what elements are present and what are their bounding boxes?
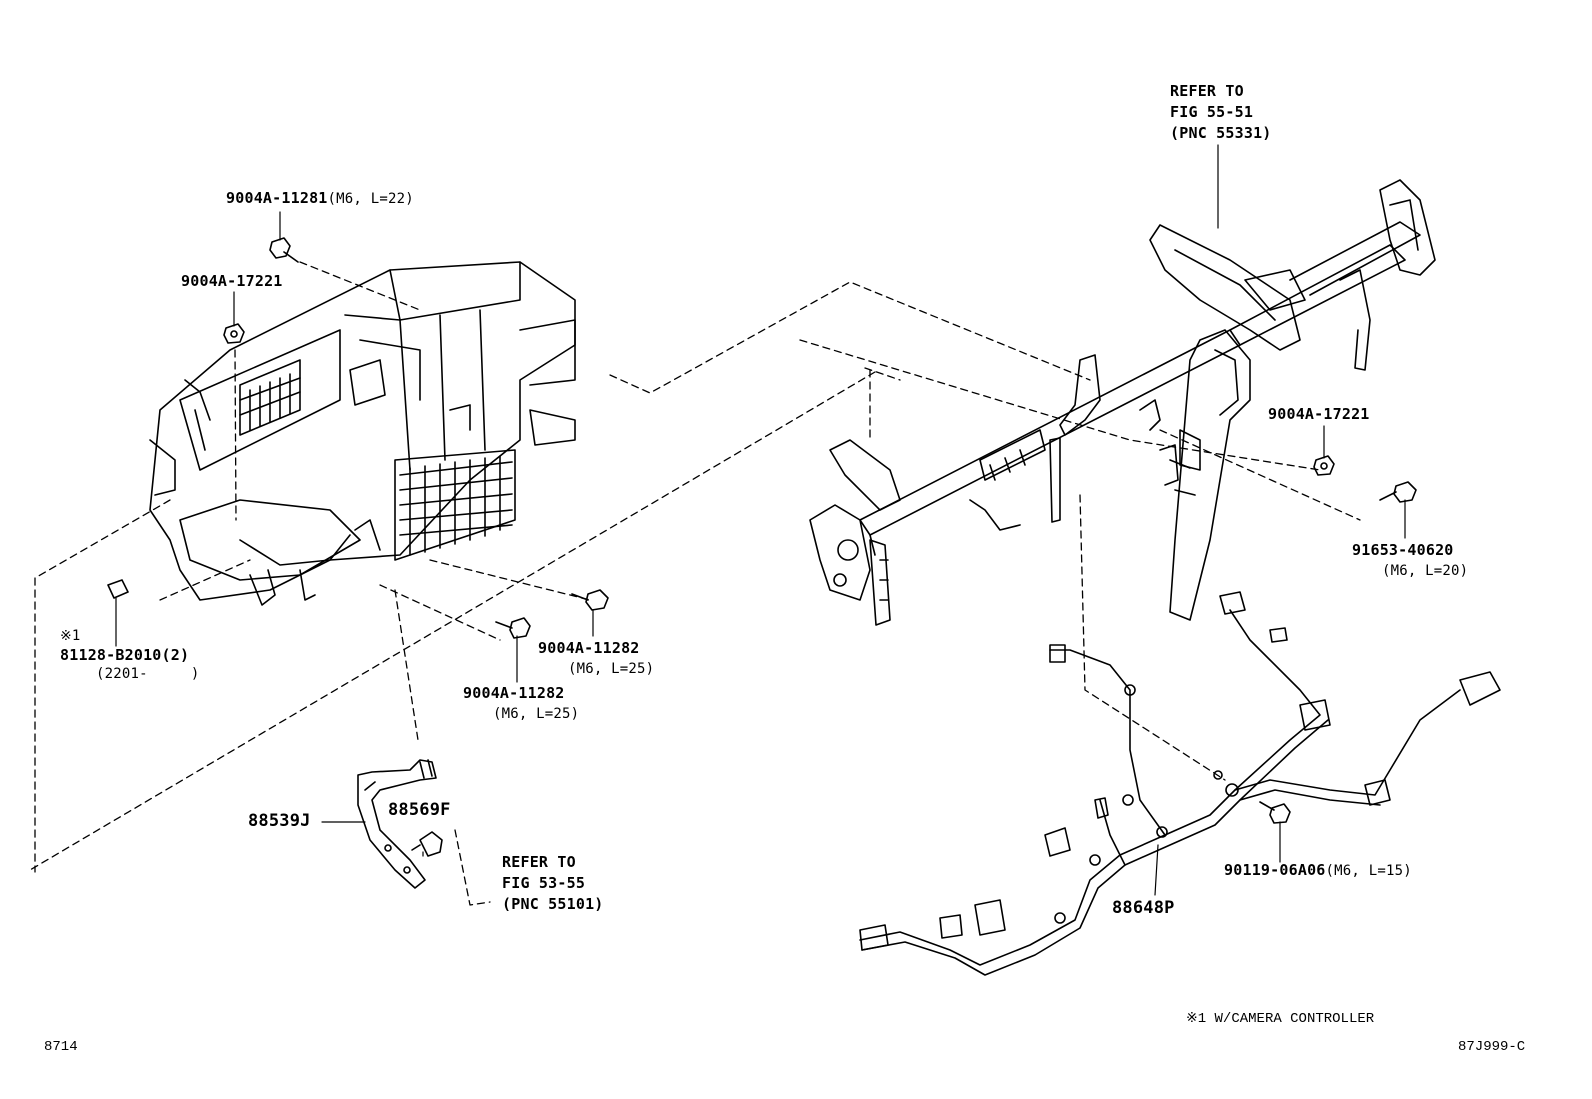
refer-line2: FIG 53-55: [502, 874, 586, 892]
part-spec: (M6, L=20): [1382, 563, 1469, 579]
part-number: 9004A-17221: [181, 272, 283, 290]
refer-line3: (PNC 55331): [1170, 124, 1272, 142]
bolt-11281-icon: [269, 237, 299, 263]
page-code-right: 87J999-C: [1458, 1039, 1526, 1055]
part-number: 9004A-11281: [226, 189, 328, 207]
note-mark: ※1: [60, 628, 81, 644]
part-number: 9004A-11282: [538, 639, 640, 657]
label-bolt-40620: 91653-40620 (M6, L=20): [1352, 540, 1468, 582]
bolt-40620-icon: [1379, 481, 1417, 503]
part-spec: (M6, L=22): [327, 191, 414, 207]
label-nut-17221-left: 9004A-17221: [181, 271, 283, 291]
part-number: 81128-B2010(2): [60, 646, 190, 664]
leader-lines: [115, 144, 1406, 896]
label-nut-17221-right: 9004A-17221: [1268, 404, 1370, 424]
ip-reinforcement: [809, 179, 1436, 626]
label-bolt-11281: 9004A-11281(M6, L=22): [226, 188, 414, 209]
label-refer-fig-55-51: REFER TO FIG 55-51 (PNC 55331): [1170, 81, 1272, 144]
part-number: 9004A-17221: [1268, 405, 1370, 423]
refer-line1: REFER TO: [1170, 82, 1244, 100]
label-sensor-88569f: 88569F: [388, 800, 451, 820]
part-spec: (M6, L=25): [568, 661, 655, 677]
part-number: 88539J: [248, 811, 311, 831]
refer-line2: FIG 55-51: [1170, 103, 1254, 121]
label-refer-fig-53-55: REFER TO FIG 53-55 (PNC 55101): [502, 852, 604, 915]
hvac-unit: [149, 261, 576, 606]
bolt-11282-b-icon: [495, 617, 531, 639]
label-bolt-11282-b: 9004A-11282 (M6, L=25): [463, 683, 579, 725]
label-harness-88648p: 88648P: [1112, 898, 1175, 918]
refer-line3: (PNC 55101): [502, 895, 604, 913]
label-bolt-11282-a: 9004A-11282 (M6, L=25): [538, 638, 654, 680]
label-sensor-88539j: 88539J: [248, 811, 311, 831]
note-camera-controller: ※1 W/CAMERA CONTROLLER: [1186, 1011, 1375, 1027]
dashed-reference-lines: [29, 261, 1361, 906]
part-range: (2201- ): [96, 666, 200, 682]
label-bolt-06a06: 90119-06A06(M6, L=15): [1224, 860, 1412, 881]
bolt-11282-a-icon: [571, 589, 609, 611]
nut-17221-right-icon: [1313, 455, 1335, 476]
part-number: 88569F: [388, 800, 451, 820]
part-number: 88648P: [1112, 898, 1175, 918]
page-code-left: 8714: [44, 1039, 78, 1055]
part-spec: (M6, L=15): [1325, 863, 1412, 879]
label-clip-81128: ※1 81128-B2010(2) (2201- ): [60, 627, 200, 684]
part-spec: (M6, L=25): [493, 706, 580, 722]
clip-81128-icon: [107, 579, 129, 599]
refer-line1: REFER TO: [502, 853, 576, 871]
sensor-88569f: [411, 831, 443, 857]
nut-17221-left-icon: [223, 323, 245, 344]
sensor-88539j: [357, 759, 437, 889]
part-number: 91653-40620: [1352, 541, 1454, 559]
part-number: 9004A-11282: [463, 684, 565, 702]
part-number: 90119-06A06: [1224, 861, 1326, 879]
bolt-06a06-icon: [1259, 801, 1291, 824]
wire-harness-88648p: [859, 591, 1501, 976]
